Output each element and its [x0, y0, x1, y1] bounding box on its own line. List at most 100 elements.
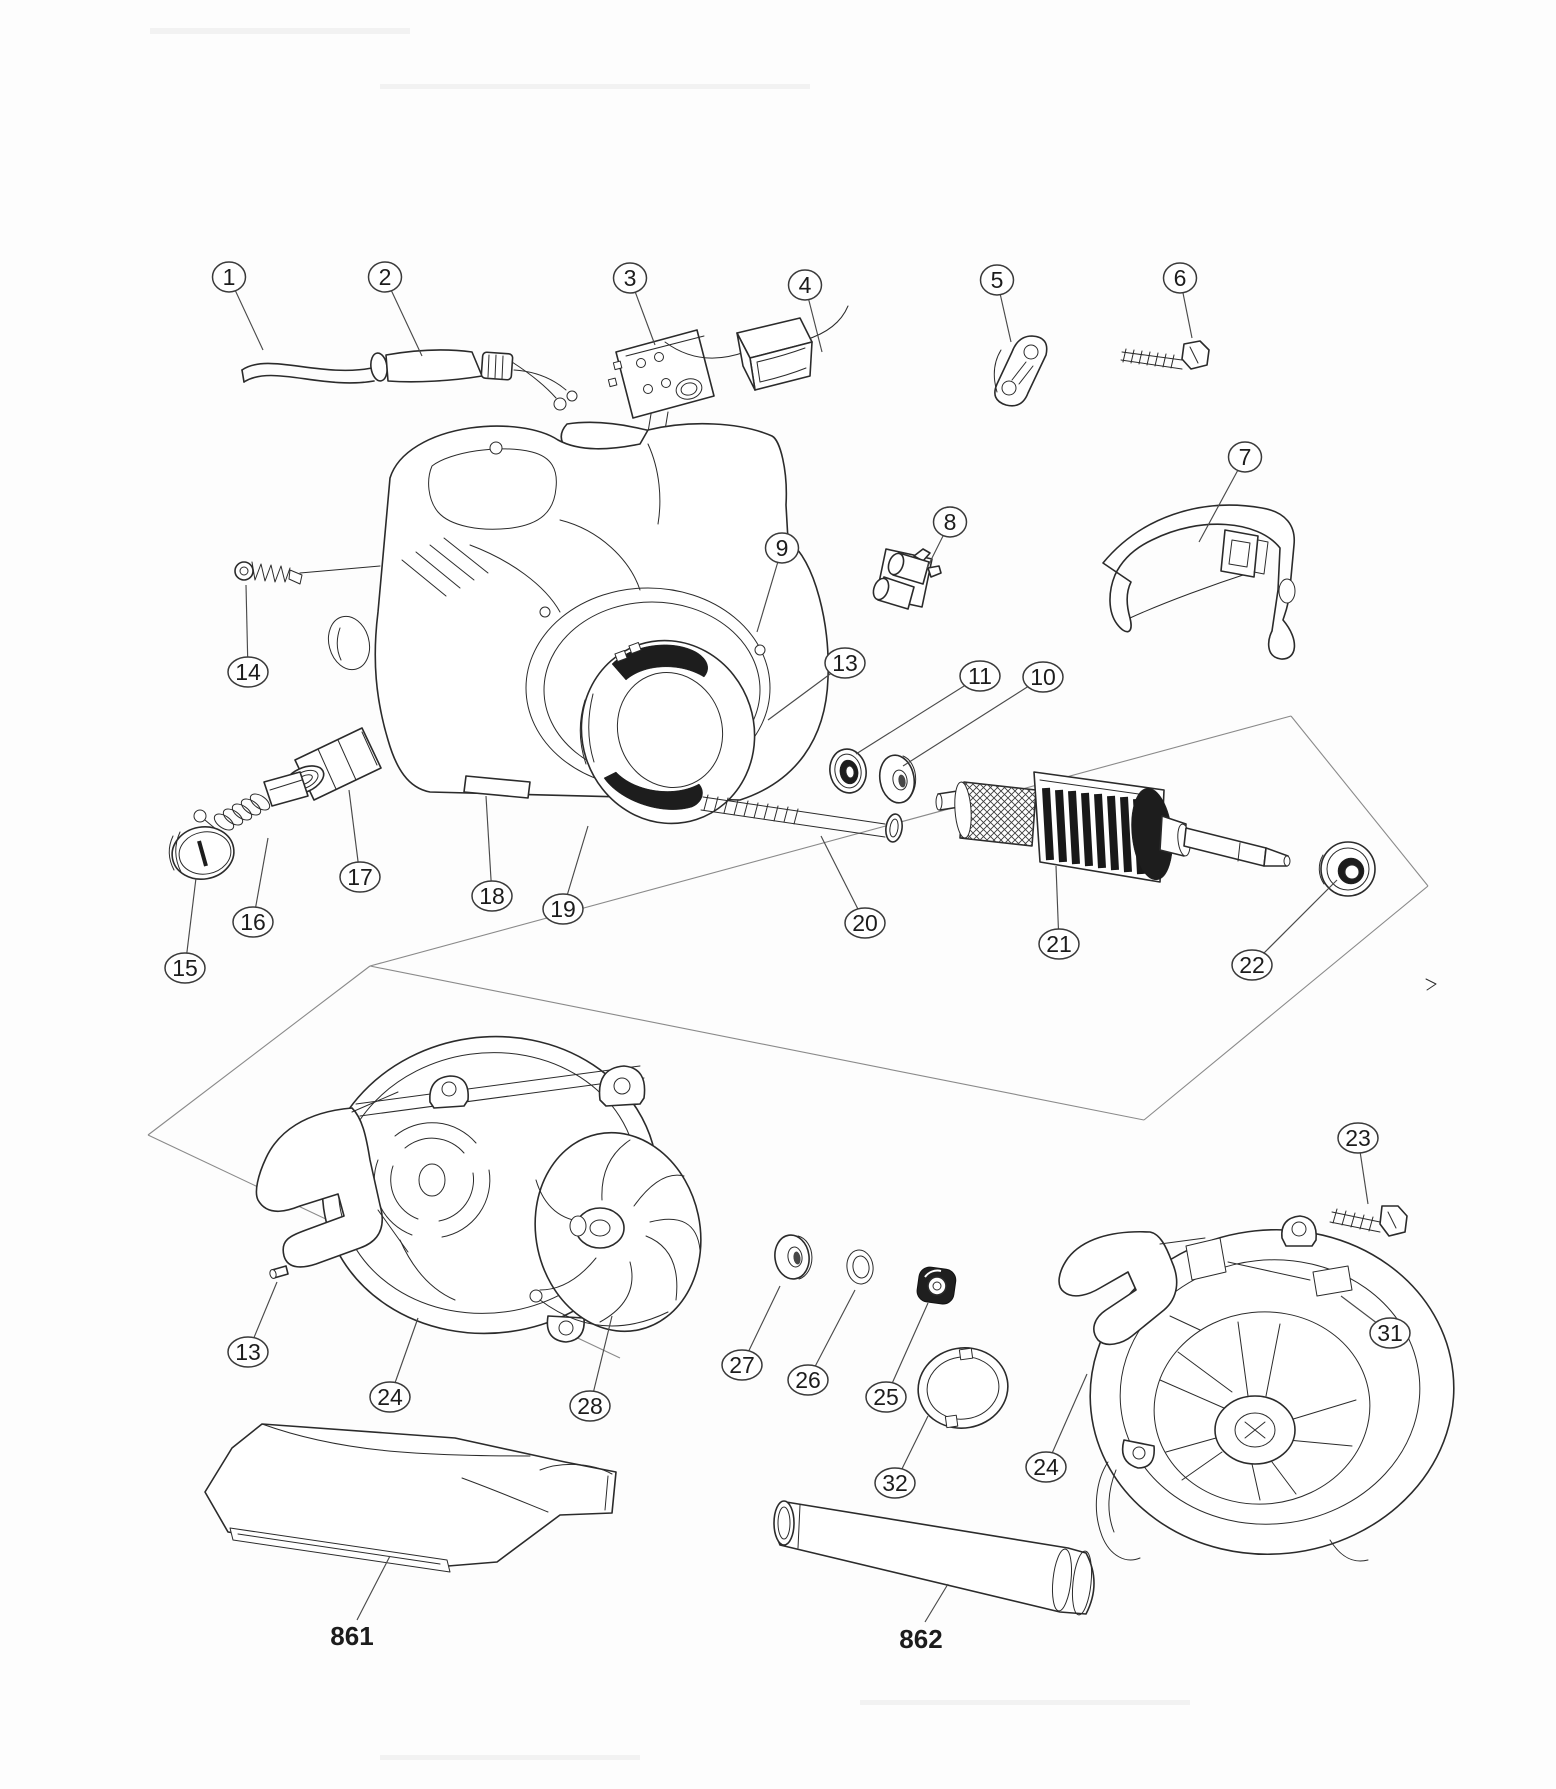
- part-10-washer: [878, 754, 917, 804]
- callout-balloon-circle: [542, 893, 584, 925]
- callout-10: 10: [1022, 661, 1064, 693]
- callout-number: 9: [776, 535, 789, 561]
- scan-artifacts: [150, 28, 1190, 1760]
- callout-2: 2: [367, 261, 403, 293]
- callout-balloon-circle: [1022, 661, 1064, 693]
- leader-line-24: [1045, 1373, 1088, 1468]
- part-28-fan: [534, 1131, 702, 1333]
- callout-balloon-circle: [232, 906, 274, 938]
- callout-7: 7: [1227, 441, 1263, 473]
- part-5-brush-cover: [993, 335, 1048, 407]
- callout-balloon-circle: [471, 880, 513, 912]
- callout-32: 32: [874, 1467, 916, 1499]
- callout-24: 24: [1025, 1451, 1067, 1483]
- part-23-screw: [1329, 1205, 1408, 1237]
- callout-number: 3: [624, 265, 637, 291]
- callout-26: 26: [787, 1364, 829, 1396]
- part-19-field-coil: [579, 639, 756, 825]
- callout-number: 10: [1030, 664, 1056, 690]
- callout-number: 21: [1046, 931, 1072, 957]
- callout-number: 23: [1345, 1125, 1371, 1151]
- callout-number: 14: [235, 659, 261, 685]
- leader-line-11: [855, 675, 981, 755]
- callout-13: 13: [227, 1336, 269, 1368]
- callout-16: 16: [232, 906, 274, 938]
- callout-31: 31: [1369, 1317, 1411, 1349]
- callout-number: 4: [799, 272, 812, 298]
- callout-balloon-circle: [369, 1381, 411, 1413]
- callout-balloon-circle: [787, 269, 823, 301]
- stray-mark: [1425, 978, 1437, 991]
- callout-number: 16: [240, 909, 266, 935]
- part-11-ball-bearing: [829, 748, 867, 794]
- part-13-pin-lower: [269, 1265, 289, 1279]
- callout-1: 1: [211, 261, 247, 293]
- callout-4: 4: [787, 269, 823, 301]
- part-31-label-plate: [1227, 1261, 1353, 1297]
- leader-line-26: [807, 1289, 856, 1381]
- callout-balloon-circle: [1231, 949, 1273, 981]
- callout-number: 5: [991, 267, 1004, 293]
- callout-number: 13: [832, 650, 858, 676]
- callout-6: 6: [1162, 262, 1198, 294]
- part-7-rear-handle: [1102, 504, 1296, 660]
- callout-balloon-circle: [339, 861, 381, 893]
- part-8-brush-holders: [872, 548, 942, 610]
- callout-balloon-circle: [367, 261, 403, 293]
- callout-balloon-circle: [1227, 441, 1263, 473]
- callout-22: 22: [1231, 949, 1273, 981]
- callout-balloon-circle: [932, 506, 968, 538]
- callout-balloon-circle: [979, 264, 1015, 296]
- leader-line-862: [924, 1583, 949, 1623]
- part-24-fan-housing-right: [1058, 1215, 1455, 1562]
- callout-balloon-circle: [1337, 1122, 1379, 1154]
- part-14-screw-with-spring: [234, 561, 381, 585]
- callout-28: 28: [569, 1390, 611, 1422]
- callout-number: 18: [479, 883, 505, 909]
- leader-line-861: [356, 1555, 391, 1621]
- leader-line-10: [902, 676, 1044, 767]
- callout-number: 27: [729, 1352, 755, 1378]
- part-861-dust-bag: [204, 1423, 617, 1573]
- callout-18: 18: [471, 880, 513, 912]
- callout-balloon-circle: [1025, 1451, 1067, 1483]
- callout-21: 21: [1038, 928, 1080, 960]
- callout-number: 22: [1239, 952, 1265, 978]
- callout-balloon-circle: [874, 1467, 916, 1499]
- part-862-blower-tube: [773, 1500, 1095, 1616]
- callout-balloon-circle: [227, 1336, 269, 1368]
- part-21-armature: [935, 771, 1291, 883]
- callout-8: 8: [932, 506, 968, 538]
- callout-balloon-circle: [569, 1390, 611, 1422]
- callout-number: 26: [795, 1367, 821, 1393]
- part-27-washer: [774, 1234, 813, 1280]
- part-4-controller: [664, 305, 849, 391]
- callout-23: 23: [1337, 1122, 1379, 1154]
- callout-balloon-circle: [865, 1381, 907, 1413]
- callout-balloon-circle: [164, 952, 206, 984]
- callout-number: 2: [379, 264, 392, 290]
- callout-number: 24: [377, 1384, 403, 1410]
- callout-balloon-circle: [211, 261, 247, 293]
- callout-27: 27: [721, 1349, 763, 1381]
- callout-number: 32: [882, 1470, 908, 1496]
- part-25-nut: [916, 1266, 957, 1305]
- callout-number: 15: [172, 955, 198, 981]
- part-1-power-cord: [241, 362, 375, 384]
- callout-balloon-circle: [721, 1349, 763, 1381]
- callout-20: 20: [844, 907, 886, 939]
- callout-9: 9: [764, 532, 800, 564]
- callout-balloon-circle: [1369, 1317, 1411, 1349]
- leader-line-7: [1198, 456, 1246, 543]
- part-6-screw: [1120, 340, 1210, 370]
- callout-19: 19: [542, 893, 584, 925]
- callout-number: 25: [873, 1384, 899, 1410]
- callout-number: 19: [550, 896, 576, 922]
- callout-17: 17: [339, 861, 381, 893]
- part-32-retaining-ring: [917, 1347, 1009, 1429]
- callout-balloon-circle: [764, 532, 800, 564]
- callout-15: 15: [164, 952, 206, 984]
